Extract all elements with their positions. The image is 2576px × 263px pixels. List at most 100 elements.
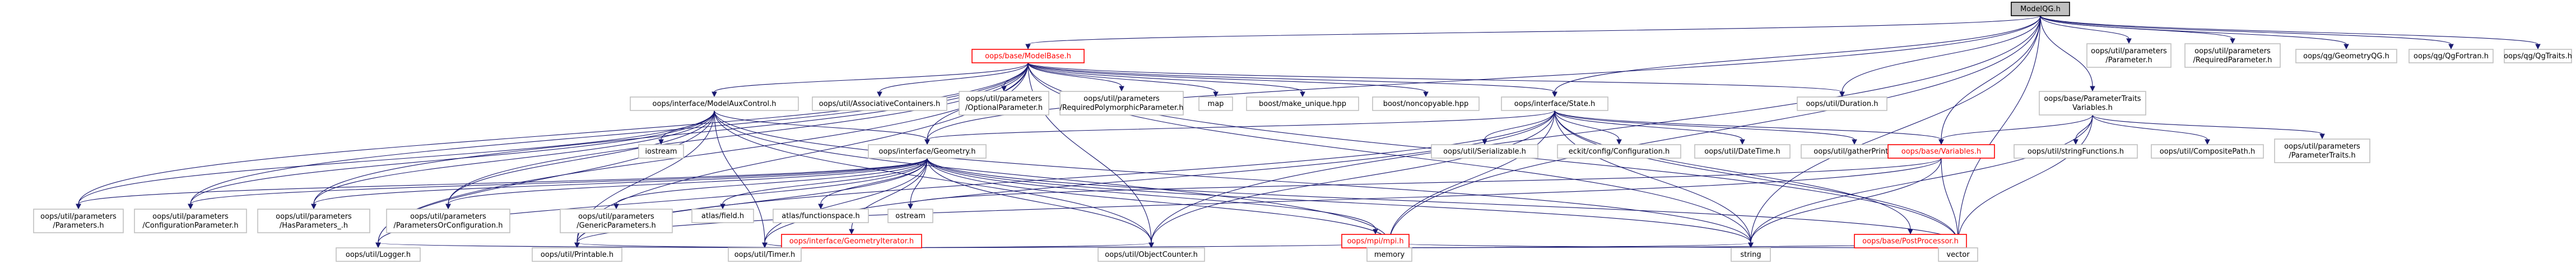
node-label: oops/util/parameters xyxy=(966,95,1042,103)
dependency-edge-geometry-to-atlasfield xyxy=(720,158,928,210)
node-memory[interactable]: memory xyxy=(1366,247,1412,262)
node-state[interactable]: oops/interface/State.h xyxy=(1501,96,1608,111)
node-param_h[interactable]: oops/util/parameters/Parameter.h xyxy=(2086,43,2172,68)
node-label: oops/util/stringFunctions.h xyxy=(2028,147,2124,156)
node-atlasfield[interactable]: atlas/field.h xyxy=(691,209,754,223)
node-label: oops/base/PostProcessor.h xyxy=(1862,237,1959,246)
node-label: map xyxy=(1208,100,1224,108)
node-label: atlas/functionspace.h xyxy=(782,212,859,220)
node-timer[interactable]: oops/util/Timer.h xyxy=(728,247,802,262)
dependency-edge-state-to-memory xyxy=(1387,110,1555,248)
node-label: oops/util/Timer.h xyxy=(734,251,796,259)
node-label: oops/util/DateTime.h xyxy=(1704,147,1780,156)
node-assoc[interactable]: oops/util/AssociativeContainers.h xyxy=(812,96,947,111)
node-label: oops/mpi/mpi.h xyxy=(1347,237,1403,246)
node-mpimpi[interactable]: oops/mpi/mpi.h xyxy=(1341,234,1410,248)
node-noncopyable[interactable]: boost/noncopyable.hpp xyxy=(1372,96,1480,111)
node-label: oops/util/Printable.h xyxy=(541,251,613,259)
dependency-edge-state-to-datetime xyxy=(1554,110,1745,145)
node-atlasfs[interactable]: atlas/functionspace.h xyxy=(773,209,869,223)
node-label: oops/qg/GeometryQG.h xyxy=(2303,52,2389,61)
node-label: memory xyxy=(1374,251,1405,259)
node-parameters[interactable]: oops/util/parameters/Parameters.h xyxy=(33,209,124,233)
dependency-edge-ptv-to-string xyxy=(1748,114,2093,248)
dependency-edge-modelbase-to-duration xyxy=(1027,62,1845,98)
dependency-edge-modelqg-to-state xyxy=(1552,15,2041,98)
node-label: oops/util/parameters xyxy=(2194,47,2271,56)
dependency-edge-variables-to-ostream xyxy=(908,158,1942,210)
node-label: oops/base/Variables.h xyxy=(1901,147,1981,156)
node-label: /ConfigurationParameter.h xyxy=(142,222,238,230)
dependency-edge-geometry-to-configparam xyxy=(188,158,928,210)
dependency-edge-modelqg-to-modelbase xyxy=(1025,15,2041,50)
node-stringfunc[interactable]: oops/util/stringFunctions.h xyxy=(2014,144,2138,159)
node-printable[interactable]: oops/util/Printable.h xyxy=(532,247,622,262)
node-label: oops/util/parameters xyxy=(410,213,486,221)
node-optparam[interactable]: oops/util/parameters/OptionalParameter.h xyxy=(959,91,1049,116)
node-label: /RequiredParameter.h xyxy=(2193,56,2272,64)
node-eckit_config[interactable]: eckit/config/Configuration.h xyxy=(1557,144,1681,159)
node-hasparam[interactable]: oops/util/parameters/HasParameters_.h xyxy=(257,209,370,233)
dependency-edge-state-to-vector xyxy=(1554,110,1961,248)
dependency-edge-modelbase-to-map xyxy=(1027,62,1219,98)
dependency-edge-ptv-to-variables xyxy=(1938,114,2093,145)
node-variables[interactable]: oops/base/Variables.h xyxy=(1887,144,1995,159)
node-logger[interactable]: oops/util/Logger.h xyxy=(336,247,421,262)
node-serializable[interactable]: oops/util/Serializable.h xyxy=(1431,144,1538,159)
node-paramtraits[interactable]: oops/util/parameters/ParameterTraits.h xyxy=(2274,139,2370,163)
node-objcounter[interactable]: oops/util/ObjectCounter.h xyxy=(1098,247,1205,262)
node-make_unique[interactable]: boost/make_unique.hpp xyxy=(1246,96,1359,111)
node-qgtraits[interactable]: oops/qg/QgTraits.h xyxy=(2504,49,2572,63)
dependency-edge-ptv-to-paramtraits xyxy=(2092,114,2325,140)
node-configparam[interactable]: oops/util/parameters/ConfigurationParame… xyxy=(134,209,247,233)
graph-nodes: ModelQG.h oops/base/ModelBase.h oops/util/… xyxy=(33,2,2572,262)
dependency-edge-modelqg-to-param_h xyxy=(2040,15,2132,44)
node-geomiter[interactable]: oops/interface/GeometryIterator.h xyxy=(781,234,922,248)
node-label: /ParametersOrConfiguration.h xyxy=(394,222,503,230)
node-modelqg[interactable]: ModelQG.h xyxy=(2011,2,2070,16)
dependency-edge-modelbase-to-assoc xyxy=(877,62,1029,98)
dependency-edge-state-to-geometry xyxy=(924,110,1555,145)
node-label: /HasParameters_.h xyxy=(280,222,348,230)
dependency-edge-modelbase-to-modelaux xyxy=(712,62,1029,98)
dependency-edge-geometry-to-vector xyxy=(927,158,1961,248)
node-reqparam_h[interactable]: oops/util/parameters/RequiredParameter.h xyxy=(2184,43,2281,68)
node-label: oops/util/ObjectCounter.h xyxy=(1105,251,1198,259)
node-duration[interactable]: oops/util/Duration.h xyxy=(1797,96,1887,111)
dependency-edge-geometry-to-genericparam xyxy=(613,158,928,210)
dependency-edge-modelqg-to-memory xyxy=(1387,15,2041,248)
node-label: oops/qg/QgTraits.h xyxy=(2504,52,2572,61)
node-qgfortran[interactable]: oops/qg/QgFortran.h xyxy=(2408,49,2494,63)
dependency-edge-modelaux-to-objcounter xyxy=(714,110,1154,248)
dependency-edge-modelaux-to-memory xyxy=(714,110,1392,248)
node-label: /ParameterTraits.h xyxy=(2289,151,2355,160)
node-postproc[interactable]: oops/base/PostProcessor.h xyxy=(1854,234,1967,248)
dependency-edge-modelbase-to-state xyxy=(1027,62,1557,98)
node-modelbase[interactable]: oops/base/ModelBase.h xyxy=(971,49,1085,63)
node-iostream[interactable]: iostream xyxy=(638,144,684,159)
node-modelaux[interactable]: oops/interface/ModelAuxControl.h xyxy=(630,96,799,111)
node-geometry[interactable]: oops/interface/Geometry.h xyxy=(868,144,987,159)
dependency-edges xyxy=(76,15,2541,248)
dependency-edge-variables-to-string xyxy=(1748,158,1942,248)
node-label: oops/util/CompositePath.h xyxy=(2160,147,2256,156)
dependency-edge-geometry-to-memory xyxy=(927,158,1392,248)
node-geomqg[interactable]: oops/qg/GeometryQG.h xyxy=(2295,49,2397,63)
node-label: oops/interface/ModelAuxControl.h xyxy=(653,100,776,108)
dependency-edge-modelqg-to-geomqg xyxy=(2040,15,2349,50)
node-label: oops/util/parameters xyxy=(1084,95,1160,103)
node-vector[interactable]: vector xyxy=(1938,247,1978,262)
node-datetime[interactable]: oops/util/DateTime.h xyxy=(1694,144,1791,159)
node-genericparam[interactable]: oops/util/parameters/GenericParameters.h xyxy=(560,209,673,233)
node-map[interactable]: map xyxy=(1198,96,1233,111)
node-paramorconfig[interactable]: oops/util/parameters/ParametersOrConfigu… xyxy=(386,209,510,233)
node-reqpoly[interactable]: oops/util/parameters/RequiredPolymorphic… xyxy=(1059,91,1184,116)
node-label: ModelQG.h xyxy=(2020,5,2061,13)
dependency-edge-modelqg-to-duration xyxy=(1839,15,2041,98)
node-composite[interactable]: oops/util/CompositePath.h xyxy=(2151,144,2264,159)
node-ostream[interactable]: ostream xyxy=(887,209,933,223)
node-string[interactable]: string xyxy=(1731,247,1771,262)
dependency-edge-geometry-to-mpimpi xyxy=(927,158,1378,235)
